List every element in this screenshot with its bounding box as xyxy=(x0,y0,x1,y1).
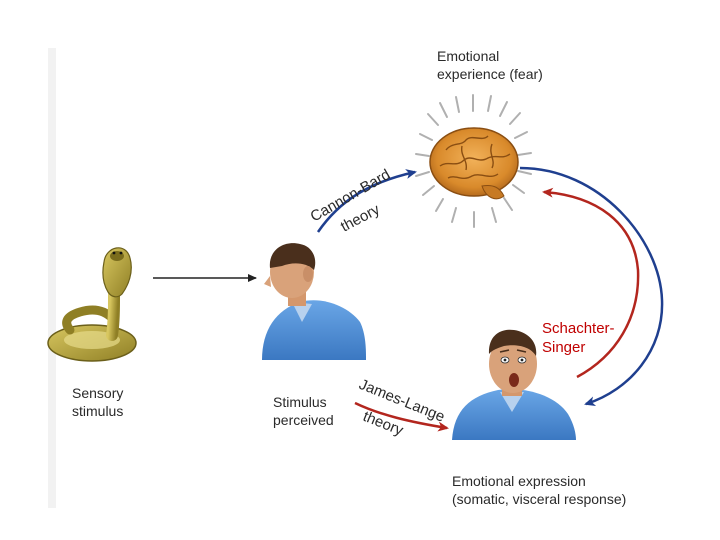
sensory-stimulus-label: Sensory stimulus xyxy=(72,385,124,419)
stimulus-perceived-label: Stimulus perceived xyxy=(273,394,334,428)
cobra-icon xyxy=(47,247,137,362)
emotional-expression-label: Emotional expression (somatic, visceral … xyxy=(452,473,627,507)
schachter-singer-label: Schachter- Singer xyxy=(542,320,615,356)
brain-icon xyxy=(429,127,519,200)
background-strip xyxy=(48,48,56,508)
cannon-bard-arrow xyxy=(316,169,417,233)
brain-glow-rays xyxy=(415,94,532,228)
brain-to-body-arrow xyxy=(519,166,664,407)
james-lange-arrow xyxy=(354,401,449,432)
schachter-singer-arrow xyxy=(542,187,640,379)
emotional-experience-label: Emotional experience (fear) xyxy=(437,48,543,82)
frightened-man-icon xyxy=(452,329,576,440)
man-profile-icon xyxy=(262,243,366,360)
